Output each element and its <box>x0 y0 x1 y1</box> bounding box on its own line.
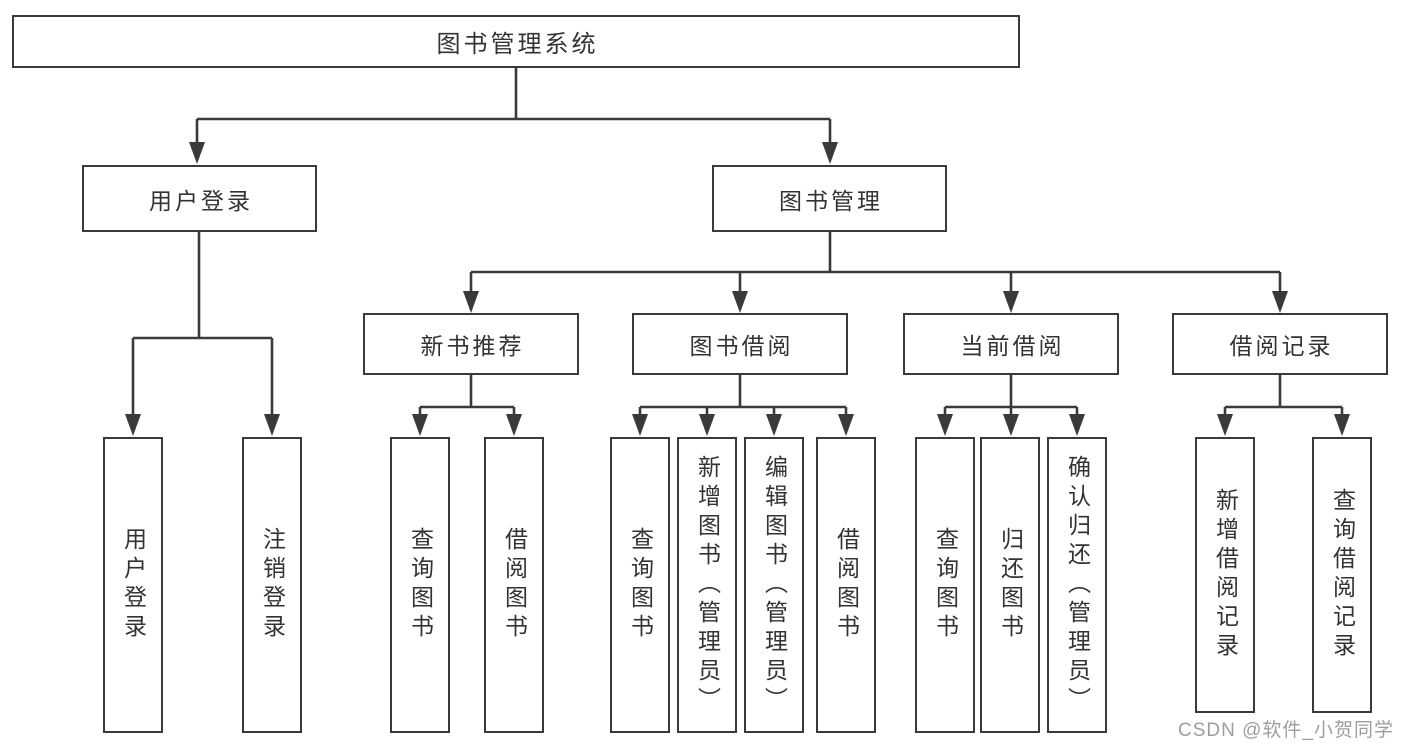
root-node-library-system: 图书管理系统 <box>12 15 1020 68</box>
connector-new-book-branch <box>412 375 522 436</box>
leaf-node-label: 编辑图书（管理员） <box>761 454 788 716</box>
connector-current-borrow-branch <box>937 375 1085 436</box>
leaf-node-confirm-return-admin: 确认归还（管理员） <box>1047 437 1107 733</box>
group-node-new-book-recommend: 新书推荐 <box>363 313 579 375</box>
leaf-node-label: 查询图书 <box>407 527 434 643</box>
leaf-node-edit-book-admin: 编辑图书（管理员） <box>744 437 804 733</box>
leaf-node-label: 确认归还（管理员） <box>1064 454 1091 716</box>
connector-user-login-branch <box>125 232 280 436</box>
leaf-node-query-borrow-record: 查询借阅记录 <box>1312 437 1372 713</box>
leaf-node-query-books: 查询图书 <box>915 437 975 733</box>
leaf-node-label: 借阅图书 <box>833 527 860 643</box>
branch-node-user-login: 用户登录 <box>82 165 317 232</box>
group-node-book-borrow: 图书借阅 <box>632 313 848 375</box>
branch-node-book-management: 图书管理 <box>712 165 947 232</box>
connector-book-borrow-branch <box>632 375 854 436</box>
leaf-node-label: 查询图书 <box>932 527 959 643</box>
leaf-node-user-login: 用户登录 <box>103 437 163 733</box>
root-node-label: 图书管理系统 <box>436 31 599 58</box>
leaf-node-label: 用户登录 <box>120 527 147 643</box>
branch-node-label: 图书管理 <box>779 187 883 214</box>
group-node-label: 当前借阅 <box>960 333 1065 359</box>
branch-node-label: 用户登录 <box>149 187 253 214</box>
leaf-node-borrow-books: 借阅图书 <box>816 437 876 733</box>
group-node-label: 借阅记录 <box>1229 333 1334 359</box>
leaf-node-add-book-admin: 新增图书（管理员） <box>677 437 737 733</box>
leaf-node-query-books: 查询图书 <box>390 437 450 733</box>
connector-root-to-level2 <box>189 68 838 164</box>
group-node-label: 图书借阅 <box>689 333 794 359</box>
connector-borrow-records-branch <box>1217 375 1350 436</box>
group-node-current-borrow: 当前借阅 <box>903 313 1119 375</box>
leaf-node-label: 新增图书（管理员） <box>694 454 721 716</box>
leaf-node-label: 查询借阅记录 <box>1329 488 1356 662</box>
group-node-borrow-records: 借阅记录 <box>1172 313 1388 375</box>
leaf-node-add-borrow-record: 新增借阅记录 <box>1195 437 1255 713</box>
leaf-node-label: 归还图书 <box>997 527 1024 643</box>
leaf-node-label: 注销登录 <box>259 527 286 643</box>
leaf-node-return-book: 归还图书 <box>980 437 1040 733</box>
leaf-node-borrow-books: 借阅图书 <box>484 437 544 733</box>
leaf-node-label: 新增借阅记录 <box>1212 488 1239 662</box>
connector-book-management-branch <box>463 232 1288 313</box>
leaf-node-label: 查询图书 <box>627 527 654 643</box>
leaf-node-label: 借阅图书 <box>501 527 528 643</box>
csdn-watermark: CSDN @软件_小贺同学 <box>1178 720 1394 741</box>
leaf-node-query-books: 查询图书 <box>610 437 670 733</box>
leaf-node-logout: 注销登录 <box>242 437 302 733</box>
group-node-label: 新书推荐 <box>420 333 525 359</box>
